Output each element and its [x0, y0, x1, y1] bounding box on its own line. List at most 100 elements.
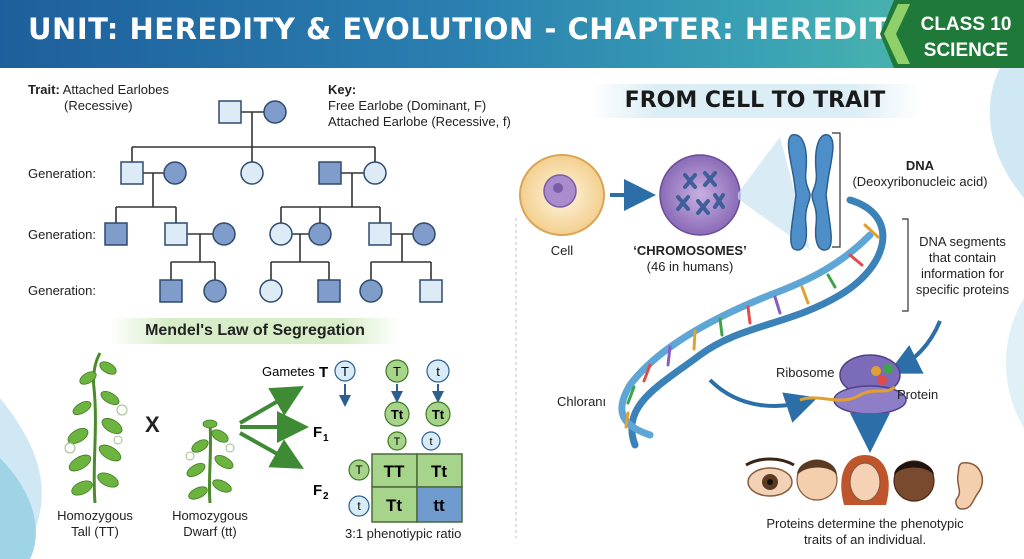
svg-text:Tt: Tt — [432, 407, 445, 422]
svg-text:t: t — [429, 436, 432, 448]
nucleus-chromosomes-icon — [659, 154, 741, 236]
face-woman-icon — [841, 455, 889, 505]
dna-bracket — [832, 132, 841, 248]
pedigree-female-affected — [203, 279, 227, 303]
header-banner — [0, 0, 1024, 68]
key-recessive: Attached Earlobe (Recessive, f) — [328, 114, 511, 129]
dwarf-plant — [185, 419, 235, 504]
f2-label: F — [313, 482, 322, 499]
badge-shape — [880, 0, 1024, 68]
segments-line-4: specific proteins — [915, 282, 1010, 297]
pedigree-lines — [115, 111, 432, 280]
svg-text:Tt: Tt — [391, 407, 404, 422]
pedigree-male-unaffected — [218, 100, 242, 124]
key-title: Key: — [328, 82, 357, 97]
class-badge: CLASS 10 SCIENCE — [880, 0, 1024, 68]
ribosome-icon — [799, 354, 907, 415]
cell-to-trait-title: FROM CELL TO TRAIT — [624, 88, 886, 113]
generation-label-1: Generation: — [28, 166, 96, 181]
pedigree-male-affected — [318, 161, 342, 185]
svg-text:T: T — [393, 364, 401, 379]
ear-icon — [955, 462, 983, 510]
key-dominant: Free Earlobe (Dominant, F) — [328, 98, 487, 113]
dwarf-label-2: Dwarf (tt) — [183, 524, 237, 539]
dwarf-label-1: Homozygous — [172, 508, 248, 523]
right-wave — [1006, 298, 1024, 428]
pedigree-male-affected — [104, 222, 128, 246]
generation-label-2: Generation: — [28, 227, 96, 242]
punnett-cell-Tt-bottom — [371, 486, 418, 523]
gamete-T-label: T — [319, 364, 328, 381]
trait-label: Trait: — [28, 82, 60, 97]
pedigree-female-affected — [263, 100, 287, 124]
chromosomes-note: (46 in humans) — [646, 259, 734, 274]
badge-line-2: SCIENCE — [924, 40, 1008, 61]
pedigree-female-unaffected — [269, 222, 293, 246]
cell-to-trait-diagram — [519, 132, 983, 510]
dna-full: (Deoxyribonucleic acid) — [852, 174, 988, 189]
pedigree-male-unaffected — [120, 161, 144, 185]
segments-line-1: DNA segments — [919, 234, 1006, 249]
pedigree-female-unaffected — [259, 279, 283, 303]
segments-bracket — [902, 218, 909, 312]
svg-text:Tt: Tt — [386, 496, 402, 515]
pedigree-male-unaffected — [419, 279, 443, 303]
tall-label-2: Tall (TT) — [71, 524, 119, 539]
top-right-wave — [989, 68, 1024, 198]
face-boy-icon — [796, 459, 838, 501]
f2-sub: 2 — [323, 491, 329, 502]
chloran-label: Chloranı — [557, 394, 607, 409]
badge-chevron — [884, 4, 910, 64]
cell-icon — [519, 154, 605, 236]
pedigree-male-unaffected — [164, 222, 188, 246]
face-man-icon — [893, 460, 935, 502]
svg-text:T: T — [355, 463, 363, 477]
cell-label: Cell — [550, 243, 574, 258]
f1-label: F — [313, 424, 322, 441]
cross-symbol: X — [145, 412, 160, 437]
f1-sub: 1 — [323, 433, 329, 444]
dna-to-ribosome-arrow — [708, 378, 818, 423]
punnett-cell-Tt-top — [416, 453, 463, 488]
pedigree-chart — [104, 100, 443, 303]
mendel-title-bg — [110, 318, 400, 344]
gametes-label: Gametes — [262, 364, 315, 379]
pedigree-male-unaffected — [368, 222, 392, 246]
pedigree-female-affected — [412, 222, 436, 246]
eye-icon — [745, 457, 795, 497]
ribosome-label: Ribosome — [776, 365, 835, 380]
pedigree-female-affected — [212, 222, 236, 246]
pedigree-male-affected — [159, 279, 183, 303]
generation-label-3: Generation: — [28, 283, 96, 298]
page-title: UNIT: HEREDITY & EVOLUTION - CHAPTER: HE… — [28, 12, 911, 46]
pedigree-female-affected — [308, 222, 332, 246]
tall-label-1: Homozygous — [57, 508, 133, 523]
green-arrows — [238, 385, 309, 469]
svg-text:t: t — [357, 499, 361, 513]
chromosome-icon — [787, 134, 834, 251]
cell-to-trait-title-bg — [590, 84, 920, 118]
trait-note: (Recessive) — [64, 98, 133, 113]
segments-line-3: information for — [920, 266, 1005, 281]
conclusion-line-1: Proteins determine the phenotypic — [766, 516, 964, 531]
dna-title: DNA — [905, 158, 935, 173]
mendel-title: Mendel's Law of Segregation — [145, 322, 365, 339]
pedigree-male-affected — [317, 279, 341, 303]
allele-circle — [334, 360, 356, 382]
punnett-cell-tt — [416, 486, 463, 523]
pedigree-female-unaffected — [240, 161, 264, 185]
svg-text:t: t — [436, 364, 440, 379]
dna-helix-icon — [618, 196, 887, 449]
svg-text:tt: tt — [433, 496, 445, 515]
punnett-cell-TT — [371, 453, 418, 488]
svg-text:Tt: Tt — [431, 462, 447, 481]
segments-line-2: that contain — [928, 250, 997, 265]
segments-to-ribosome-arrow — [887, 320, 942, 374]
bottom-left-wave-2 — [0, 458, 36, 559]
punnett-square — [371, 453, 463, 523]
protein-label: Protein — [897, 387, 939, 402]
chromosomes-label: ‘CHROMOSOMES’ — [633, 243, 747, 258]
pea-plants — [64, 352, 235, 504]
pedigree-female-affected — [163, 161, 187, 185]
pedigree-female-affected — [359, 279, 383, 303]
